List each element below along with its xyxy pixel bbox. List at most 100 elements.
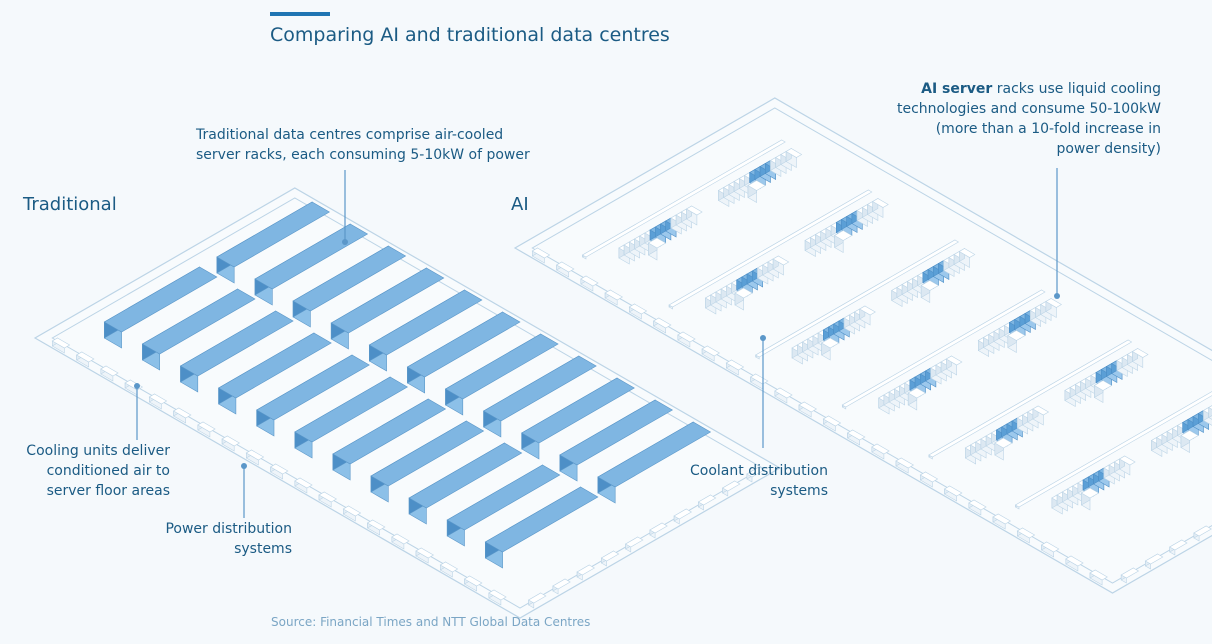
traditional-rack-row-top <box>179 310 294 377</box>
ai-server-rack-top <box>772 255 790 266</box>
trad-unit-top <box>415 547 435 559</box>
ai-unit-top <box>653 317 672 329</box>
trad-unit-top <box>488 589 507 601</box>
traditional-rack-row-top <box>330 267 445 334</box>
ai-rack-rows <box>581 139 1212 515</box>
leader-dot <box>760 335 766 341</box>
trad-unit-top <box>197 421 216 433</box>
traditional-rack-row-top <box>254 223 369 290</box>
trad-unit-top <box>625 536 644 548</box>
ai-unit-top <box>580 275 599 287</box>
ai-inner <box>531 107 1212 584</box>
cooling-units-note-line: Cooling units deliver <box>26 443 170 459</box>
cdu-unit-top <box>734 287 753 299</box>
ai-server-bold: AI server <box>921 81 993 97</box>
ai-server-rack-top <box>1131 348 1149 358</box>
coolant-pipe-top <box>668 189 873 308</box>
traditional-rack-row-top <box>292 245 407 312</box>
ai-racks-note: AI server racks use liquid cooling techn… <box>897 79 1161 159</box>
traditional-rack-row-top <box>484 486 599 553</box>
trad-unit-top <box>366 519 386 531</box>
ai-server-rack-top <box>859 305 876 316</box>
ai-label: AI <box>511 194 529 215</box>
trad-unit-top <box>552 578 571 590</box>
trad-inner <box>51 197 764 609</box>
traditional-rack-row-top <box>559 399 673 466</box>
cdu-unit-top <box>647 237 667 249</box>
traditional-rack-row-top <box>370 420 485 487</box>
ai-server-rack-top <box>958 248 976 258</box>
cdu-unit-top <box>747 180 766 191</box>
traditional-rack-row-top <box>408 442 523 509</box>
traditional-rack-row-top <box>521 377 635 444</box>
ai-server-rack-top <box>1032 405 1050 416</box>
traditional-rack-row-top <box>103 266 218 333</box>
ai-unit-top <box>846 429 866 441</box>
trad-unit-top <box>100 365 119 377</box>
cdu-unit-top <box>834 230 853 241</box>
ai-racks-note-line: technologies and consume 50-100kW <box>896 101 1161 117</box>
ai-server-rack-top <box>685 205 703 216</box>
title-accent-bar <box>270 12 330 16</box>
power-distribution-note-line: systems <box>234 541 292 557</box>
cdu-unit-top <box>1080 487 1100 499</box>
ai-unit-top <box>1016 527 1036 539</box>
trad-edge <box>33 187 781 619</box>
cdu-unit-top <box>920 280 940 291</box>
traditional-label: Traditional <box>23 194 117 215</box>
cdu-unit-top <box>821 337 840 349</box>
trad-unit-top <box>697 494 717 506</box>
cooling-units-note-line: conditioned air to <box>46 463 170 479</box>
ai-server-rack-top <box>945 355 963 366</box>
traditional-rack-row-top <box>597 421 712 488</box>
trad-unit-top <box>76 351 95 363</box>
traditional-rack-row-top <box>483 355 597 422</box>
traditional-racks-note-line: Traditional data centres comprise air-co… <box>196 127 504 143</box>
ai-unit-top <box>943 485 963 497</box>
leader-dot <box>134 383 140 389</box>
ai-unit-top <box>701 345 720 357</box>
traditional-racks-note: Traditional data centres comprise air-co… <box>196 125 530 165</box>
ai-unit-top <box>968 499 987 511</box>
coolant-distribution-note-line: Coolant distribution <box>690 463 828 479</box>
cdu-unit-top <box>1093 380 1113 391</box>
cooling-units-note: Cooling units deliver conditioned air to… <box>26 441 170 501</box>
power-distribution-note-line: Power distribution <box>165 521 292 537</box>
trad-unit-top <box>221 435 240 447</box>
traditional-rack-row-top <box>218 332 332 399</box>
traditional-rack-rows <box>103 201 712 569</box>
trad-unit-top <box>673 508 692 520</box>
ai-server-rack-top <box>1045 298 1062 308</box>
traditional-rack-row-top <box>294 376 408 443</box>
trad-unit-top <box>463 575 483 587</box>
trad-unit-top <box>173 407 192 419</box>
coolant-pipe-top <box>928 339 1133 458</box>
trad-unit-top <box>51 337 71 349</box>
page-title: Comparing AI and traditional data centre… <box>270 24 670 46</box>
ai-unit-top <box>774 387 793 399</box>
coolant-pipe-top <box>581 139 786 258</box>
ai-server-rack-top <box>1118 455 1136 466</box>
coolant-pipe-top <box>1014 391 1212 508</box>
coolant-pipe-top <box>755 239 960 358</box>
trad-unit-top <box>270 463 289 475</box>
ai-server-rack-top <box>1208 405 1212 410</box>
ai-unit-top <box>1193 525 1212 537</box>
ai-unit-top <box>871 443 890 455</box>
cdu-unit-top <box>994 437 1013 449</box>
ai-unit-top <box>556 261 575 273</box>
traditional-rack-row-top <box>368 289 483 356</box>
leader-dot <box>1054 293 1060 299</box>
cdu-unit-top <box>907 387 927 399</box>
ai-unit-top <box>919 471 939 483</box>
trad-unit-top <box>318 491 338 503</box>
trad-unit-top <box>528 592 547 604</box>
traditional-rack-row-top <box>446 464 561 531</box>
ai-racks-note-line: power density) <box>1056 141 1161 157</box>
trad-unit-top <box>391 533 410 545</box>
traditional-rack-row-top <box>406 311 521 378</box>
leader-dot <box>241 463 247 469</box>
traditional-rack-row-top <box>444 333 559 400</box>
ai-racks-note-line: AI server racks use liquid cooling <box>921 81 1161 97</box>
